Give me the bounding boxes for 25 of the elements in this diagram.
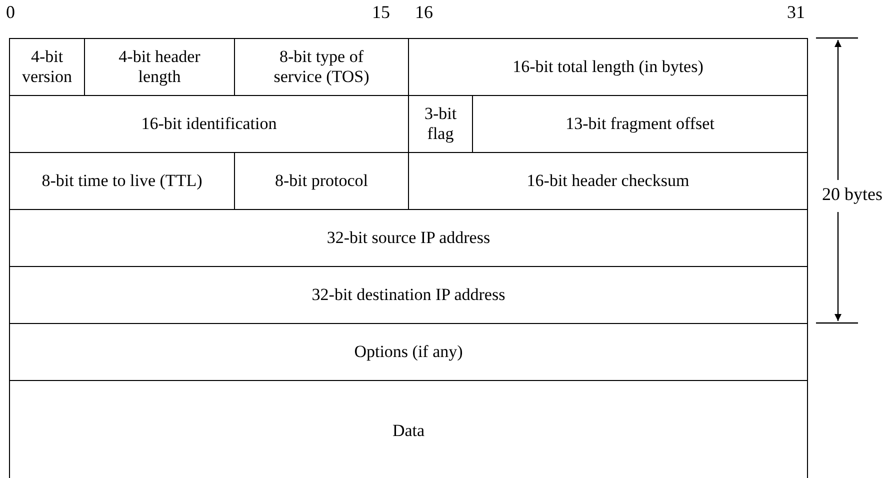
- bit-number: 16: [415, 2, 433, 22]
- field-label: 16-bit header checksum: [526, 171, 690, 191]
- field-label: Data: [392, 420, 425, 440]
- field-cell: [9, 266, 808, 324]
- field-label: 13-bit fragment offset: [566, 114, 714, 134]
- field-label: 16-bit identification: [141, 114, 277, 134]
- field-cell: [9, 38, 85, 96]
- field-label: 8-bit type of service (TOS): [272, 47, 370, 87]
- bit-number: 0: [6, 2, 15, 22]
- field-label: 3-bit flag: [423, 104, 458, 144]
- field-label: 4-bit header length: [118, 47, 202, 87]
- dimension-label: 20 bytes: [822, 184, 882, 204]
- bit-number: 31: [787, 2, 805, 22]
- field-label: Options (if any): [354, 342, 463, 362]
- field-cell: [9, 323, 808, 381]
- bit-number: 15: [372, 2, 390, 22]
- field-label: 32-bit source IP address: [326, 228, 490, 248]
- field-label: 8-bit time to live (TTL): [42, 171, 202, 191]
- field-cell: [9, 380, 808, 478]
- field-label: 32-bit destination IP address: [312, 285, 506, 305]
- field-label: 16-bit total length (in bytes): [512, 57, 704, 77]
- field-cell: [408, 38, 808, 96]
- field-label: 4-bit version: [20, 47, 74, 87]
- field-cell: [9, 209, 808, 267]
- field-label: 8-bit protocol: [274, 171, 368, 191]
